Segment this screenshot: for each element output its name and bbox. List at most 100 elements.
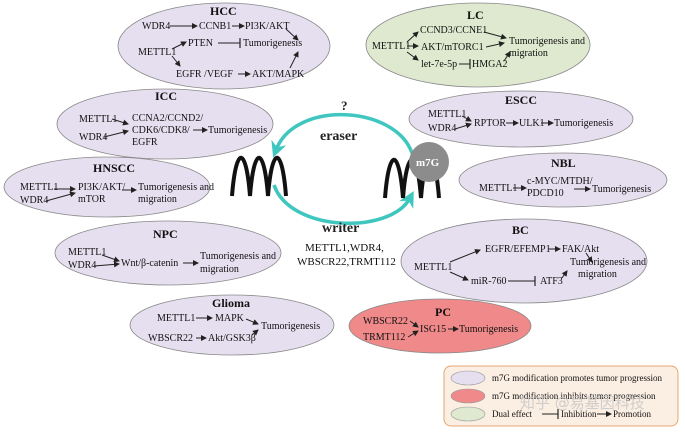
arrow-icon (171, 55, 181, 67)
lc-title: LC (467, 8, 484, 22)
arrow-icon (285, 28, 299, 41)
lc-panel: LC CCND3/CCNE1 METTL1 AKT/mTORC1 Tumorig… (365, 2, 591, 88)
legend-promotes: m7G modification promotes tumor progress… (492, 373, 662, 383)
arrow-icon (406, 31, 419, 43)
npc-ellipse (54, 220, 282, 286)
legend-dual: Dual effect (492, 409, 533, 419)
icc-title: ICC (155, 89, 177, 103)
glioma-akt-gsk3b: Akt/GSK3β (208, 333, 256, 344)
npc-title: NPC (153, 227, 178, 241)
bc-egfr-efemp1: EGFR/EFEMP1 (485, 244, 551, 255)
arrow-icon (93, 261, 120, 268)
hcc-mettl1: METTL1 (138, 47, 176, 58)
bc-atf3: ATF3 (540, 276, 563, 287)
bc-panel: BC EGFR/EFEMP1 FAK/Akt METTL1 miR-760 AT… (400, 218, 648, 304)
hcc-pi3k-akt: PI3K/AKT (245, 21, 289, 32)
writers-line-1: METTL1,WDR4, (305, 242, 384, 254)
eraser-arrow (271, 112, 414, 158)
icc-targets-line3: EGFR (132, 137, 158, 148)
escc-panel: ESCC METTL1 WDR4 RPTOR ULK1 Tumorigenesi… (408, 90, 634, 148)
arrow-icon (111, 118, 129, 126)
glioma-mettl1: METTL1 (157, 313, 195, 324)
npc-wdr4: WDR4 (68, 260, 96, 271)
pc-trmt112: TRMT112 (363, 332, 405, 343)
npc-panel: NPC METTL1 WDR4 Wnt/β-catenin Tumorigene… (54, 220, 282, 286)
legend-promotion: Promotion (613, 409, 652, 419)
glioma-mapk: MAPK (215, 313, 245, 324)
icc-panel: ICC METTL1 WDR4 CCNA2/CCND2/ CDK6/CDK8/ … (56, 88, 274, 160)
m7g-label: m7G (416, 157, 440, 169)
arrow-icon (101, 254, 120, 263)
nbl-title: NBL (551, 156, 576, 170)
hcc-tumorigenesis: Tumorigenesis (243, 38, 302, 49)
icc-wdr4: WDR4 (79, 132, 107, 143)
arrow-icon (406, 51, 419, 61)
lc-outcome-line2: migration (509, 48, 548, 59)
arrow-icon (171, 41, 187, 50)
hcc-panel: HCC WDR4 CCNB1 PI3K/AKT METTL1 PTEN Tumo… (117, 2, 331, 90)
hcc-ccnb1: CCNB1 (199, 21, 231, 32)
hcc-title: HCC (210, 4, 237, 18)
pc-ellipse (348, 298, 532, 354)
bc-mettl1: METTL1 (414, 262, 452, 273)
bc-fak-akt: FAK/Akt (562, 244, 599, 255)
legend-swatch-purple (450, 370, 486, 386)
arrow-icon (585, 252, 593, 263)
glioma-panel: Glioma METTL1 MAPK Tumorigenesis WBSCR22… (129, 294, 335, 356)
hnscc-pathway-line2: mTOR (78, 194, 106, 205)
eraser-label: eraser (320, 129, 357, 144)
escc-rptor: RPTOR (474, 118, 506, 129)
nbl-targets-line2: PDCD10 (527, 188, 564, 199)
watermark: 知乎 @易基因科技 (520, 394, 645, 412)
arrow-icon (245, 318, 259, 325)
glioma-tumorigenesis: Tumorigenesis (261, 321, 320, 332)
escc-tumorigenesis: Tumorigenesis (554, 118, 613, 129)
arrow-icon (503, 51, 511, 62)
arrow-icon (454, 122, 472, 130)
arrow-icon (483, 31, 507, 40)
glioma-ellipse (129, 294, 335, 356)
writers-line-2: WBSCR22,TRMT112 (297, 256, 396, 268)
hnscc-outcome-line1: Tumorigenesis and (138, 182, 214, 193)
nbl-targets-line1: c-MYC/MTDH/ (527, 176, 593, 187)
icc-targets-line2: CDK6/CDK8/ (132, 125, 190, 136)
legend-inhibition: Inhibition (561, 409, 597, 419)
escc-ulk1: ULK1 (519, 118, 545, 129)
arrow-icon (407, 330, 419, 338)
hcc-egfr-vegf: EGFR /VEGF (176, 69, 233, 80)
pc-tumorigenesis: Tumorigenesis (459, 324, 518, 335)
escc-mettl1: METTL1 (428, 109, 466, 120)
lc-hmga2: HMGA2 (472, 59, 508, 70)
nbl-mettl1: METTL1 (479, 183, 517, 194)
question-mark: ? (341, 98, 348, 113)
arrow-icon (485, 41, 505, 48)
hcc-ellipse (117, 2, 331, 90)
pc-panel: PC WBSCR22 TRMT112 ISG15 Tumorigenesis (348, 298, 532, 354)
bc-outcome-line1: Tumorigenesis and (570, 257, 646, 268)
lc-outcome-line1: Tumorigenesis and (509, 36, 585, 47)
arrow-icon (449, 271, 469, 281)
escc-ellipse (408, 90, 634, 148)
bc-mir760: miR-760 (471, 276, 507, 287)
arrow-icon (45, 191, 76, 202)
nbl-ellipse (458, 152, 668, 208)
bc-title: BC (512, 223, 529, 237)
legend-inhibits: m7G modification inhibits tumor progress… (492, 391, 656, 401)
pc-isg15: ISG15 (420, 324, 446, 335)
nbl-tumorigenesis: Tumorigenesis (592, 184, 651, 195)
lc-akt-mtorc1: AKT/mTORC1 (421, 42, 484, 53)
icc-mettl1: METTL1 (79, 114, 117, 125)
hnscc-mettl1: METTL1 (20, 182, 58, 193)
npc-outcome-line2: migration (200, 264, 239, 275)
hnscc-wdr4: WDR4 (20, 195, 48, 206)
hcc-akt-mapk: AKT/MAPK (252, 69, 305, 80)
nbl-panel: NBL METTL1 c-MYC/MTDH/ PDCD10 Tumorigene… (458, 152, 668, 208)
hnscc-outcome-line2: migration (138, 194, 177, 205)
escc-title: ESCC (505, 93, 537, 107)
hnscc-title: HNSCC (93, 161, 135, 175)
writer-label: writer (322, 221, 359, 236)
legend-swatch-green (450, 406, 486, 422)
lc-ccnd3-ccne1: CCND3/CCNE1 (420, 25, 487, 36)
